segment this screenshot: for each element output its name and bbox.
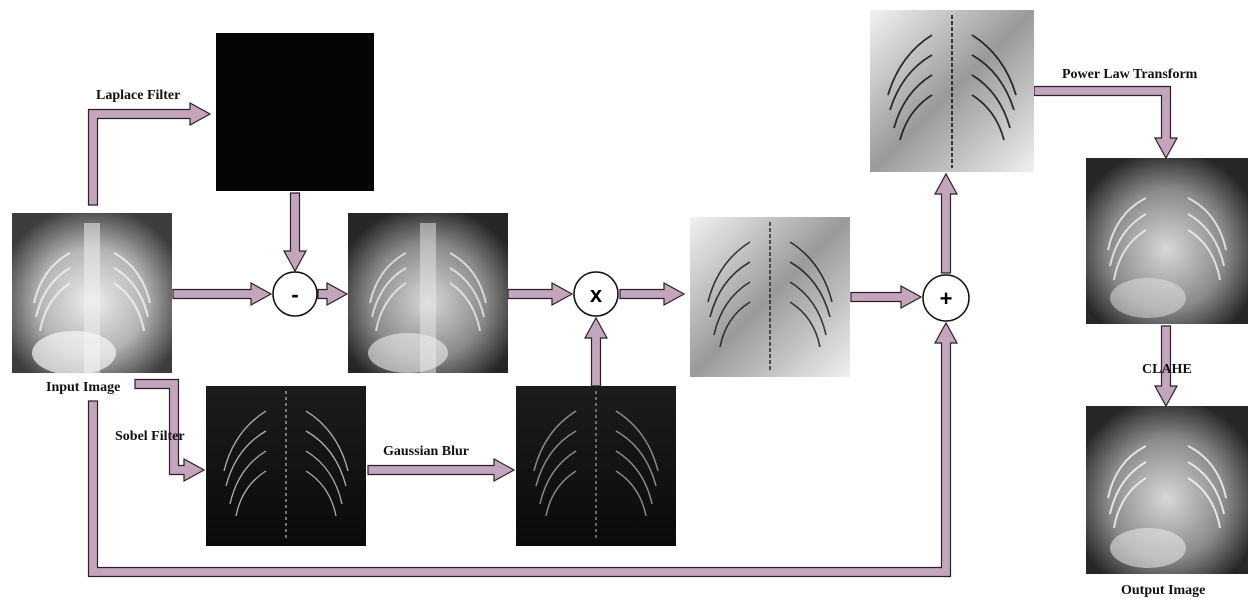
power-law-output-image [1086,158,1248,324]
arrow-sobel-to-gaussian [368,459,514,481]
arrow-subtract-to-image [318,283,347,305]
add-symbol: + [940,286,953,311]
arrow-summed-to-powerlaw [1034,87,1177,159]
arrow-laplace-to-subtract [284,193,306,271]
input-image [12,213,172,375]
arrow-input-to-subtract [173,283,271,305]
arrow-product-to-add [851,286,921,308]
laplace-output-image [216,33,374,191]
multiply-operator: x [574,272,618,316]
arrow-gaussian-to-multiply [585,318,607,386]
add-operator: + [923,275,969,321]
sobel-output-image [206,386,366,546]
gaussian-blur-output-image [516,386,676,546]
arrow-add-to-summed [935,174,957,273]
input-image-label: Input Image [46,380,120,395]
gaussian-blur-label: Gaussian Blur [383,444,469,459]
laplace-image-fill [216,33,374,191]
arrow-image-to-multiply [508,283,572,305]
laplace-filter-label: Laplace Filter [96,88,180,103]
power-law-transform-label: Power Law Transform [1062,67,1198,82]
multiplied-image [690,217,850,377]
summed-image [870,10,1034,172]
multiply-symbol: x [590,282,603,307]
subtract-operator: - [273,272,317,316]
output-image [1086,406,1248,574]
arrow-input-to-laplace [89,103,211,205]
arrow-multiply-to-image [620,283,684,305]
output-image-label: Output Image [1121,583,1205,598]
subtracted-image [348,213,508,373]
clahe-label: CLAHE [1142,362,1192,377]
subtract-symbol: - [291,282,298,307]
sobel-filter-label: Sobel Filter [115,429,185,444]
